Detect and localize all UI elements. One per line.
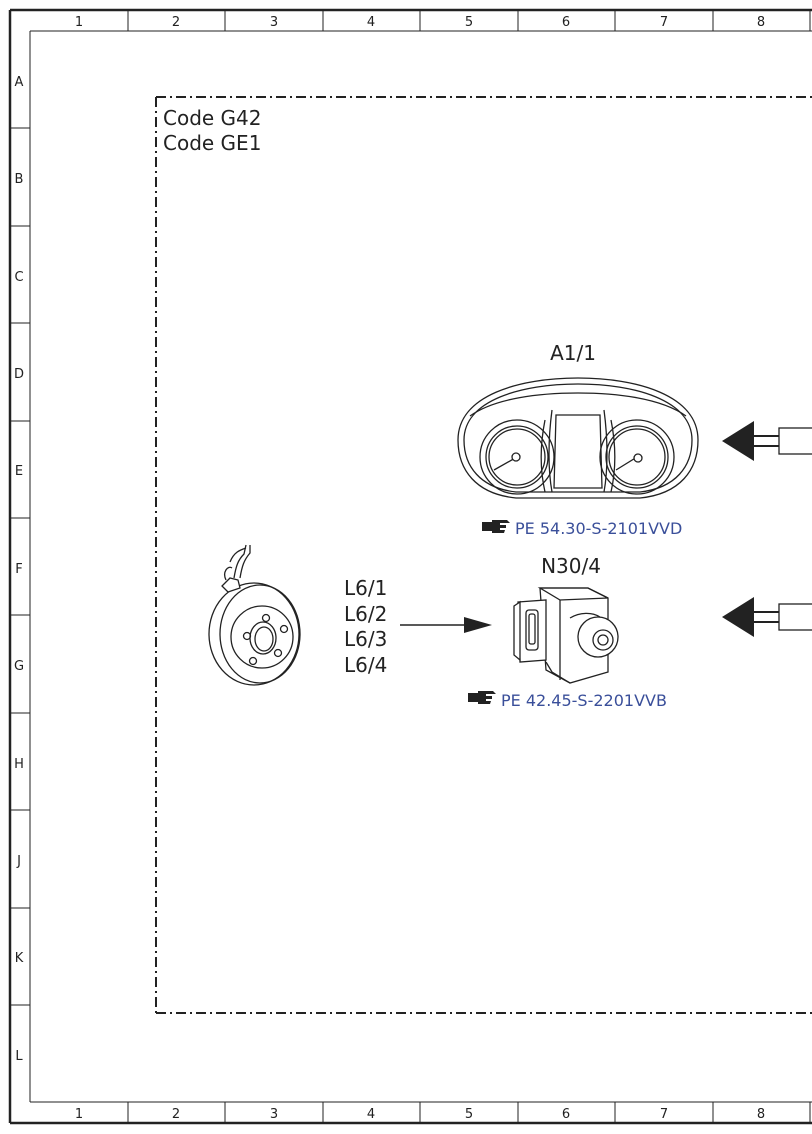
wheel-speed-sensor-labels: L6/1 L6/2 L6/3 L6/4: [344, 576, 387, 677]
col-label: 1: [75, 1107, 83, 1122]
row-label: F: [15, 562, 22, 577]
col-label: 4: [367, 15, 375, 30]
instrument-cluster-label: A1/1: [550, 341, 596, 365]
column-ticks: [127, 10, 811, 1123]
col-label: 6: [562, 15, 570, 30]
row-label: B: [15, 172, 24, 187]
row-label: G: [14, 659, 24, 674]
connector-arrow-icon: [722, 597, 812, 637]
sensor-label: L6/1: [344, 576, 387, 600]
instrument-cluster-reference-link[interactable]: PE 54.30-S-2101VVD: [482, 519, 682, 538]
col-label: 8: [757, 1107, 765, 1122]
col-label: 8: [757, 15, 765, 30]
col-label: 7: [660, 15, 668, 30]
row-label: K: [15, 951, 24, 966]
col-label: 2: [172, 1107, 180, 1122]
pointing-hand-icon: [468, 691, 496, 704]
row-label: C: [14, 270, 23, 285]
esp-control-unit-reference-text[interactable]: PE 42.45-S-2201VVB: [501, 691, 667, 710]
col-label: 5: [465, 1107, 473, 1122]
row-label: L: [15, 1049, 23, 1064]
row-label: E: [15, 464, 23, 479]
code-label: Code GE1: [163, 131, 261, 155]
row-label: D: [14, 367, 24, 382]
row-labels: A B C D E F G H J K L: [14, 75, 24, 1064]
sheet-frame: [8, 8, 812, 1125]
esp-control-unit-icon[interactable]: [513, 587, 619, 684]
code-boundary: [155, 96, 812, 1014]
pointing-hand-icon: [482, 520, 510, 533]
col-label: 7: [660, 1107, 668, 1122]
row-label: J: [16, 854, 21, 869]
col-label: 6: [562, 1107, 570, 1122]
esp-control-unit-reference-link[interactable]: PE 42.45-S-2201VVB: [468, 691, 667, 710]
col-label: 3: [270, 15, 278, 30]
sensor-label: L6/4: [344, 653, 387, 677]
sensor-label: L6/3: [344, 627, 387, 651]
col-label: 3: [270, 1107, 278, 1122]
col-label: 5: [465, 15, 473, 30]
brake-disc-sensor-icon[interactable]: [208, 544, 301, 686]
row-label: H: [14, 757, 24, 772]
connector-arrow-icon: [722, 421, 812, 461]
column-labels-top: 1 2 3 4 5 6 7 8: [75, 15, 765, 30]
column-labels-bottom: 1 2 3 4 5 6 7 8: [75, 1107, 765, 1122]
instrument-cluster-reference-text[interactable]: PE 54.30-S-2101VVD: [515, 519, 682, 538]
instrument-cluster-icon[interactable]: [457, 377, 699, 499]
signal-arrow: [400, 617, 492, 633]
code-label: Code G42: [163, 106, 262, 130]
col-label: 4: [367, 1107, 375, 1122]
esp-control-unit-label: N30/4: [541, 554, 601, 578]
col-label: 2: [172, 15, 180, 30]
col-label: 1: [75, 15, 83, 30]
sensor-label: L6/2: [344, 602, 387, 626]
row-ticks: [10, 127, 30, 1006]
row-label: A: [15, 75, 24, 90]
